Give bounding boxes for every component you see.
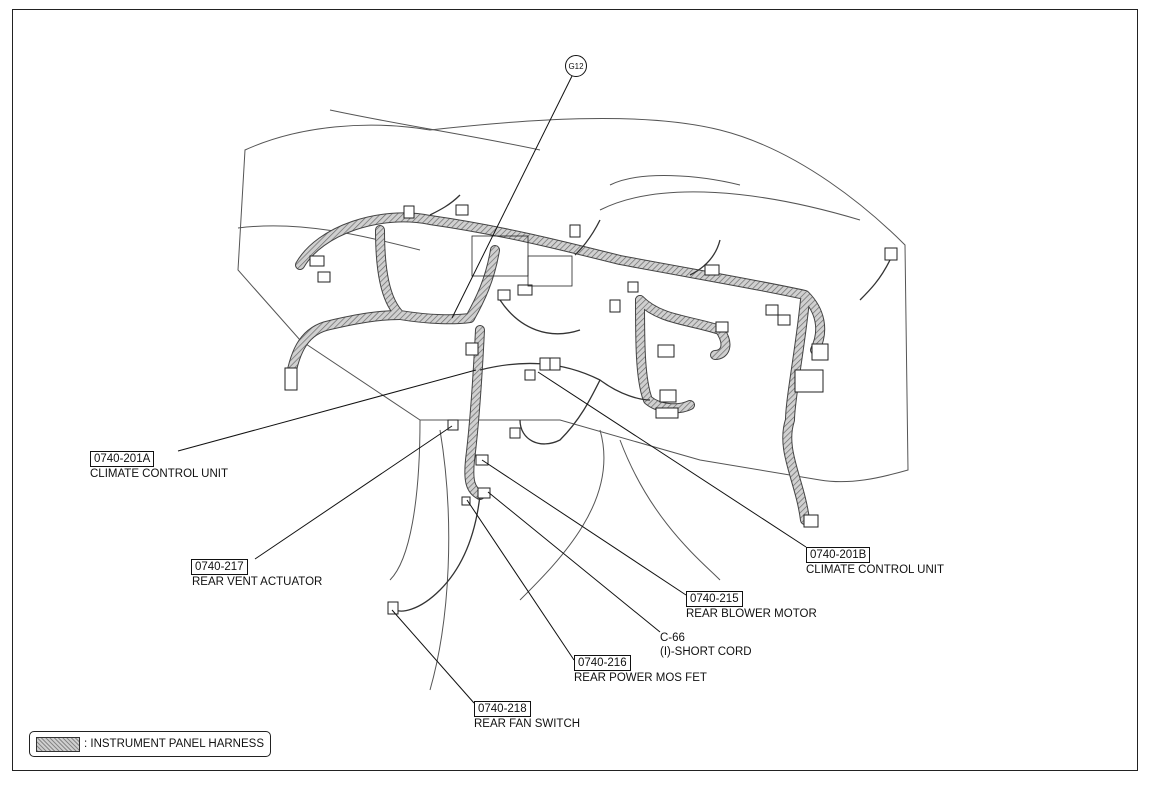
callout-code-0740-216: 0740-216 — [574, 655, 631, 671]
callout-code-0740-201b: 0740-201B — [806, 547, 871, 563]
callout-name-short-cord: (I)-SHORT CORD — [660, 646, 752, 658]
callout-code-0740-218: 0740-218 — [474, 701, 531, 717]
diagram-frame — [12, 9, 1138, 771]
callout-code-0740-201a: 0740-201A — [90, 451, 155, 467]
callout-name-rear-fan-switch: REAR FAN SWITCH — [474, 718, 581, 730]
legend-label: : INSTRUMENT PANEL HARNESS — [84, 738, 264, 750]
instrument-panel-harness — [285, 212, 826, 525]
callout-name-climate-control-unit-b: CLIMATE CONTROL UNIT — [806, 564, 945, 576]
instrument-panel-outline — [237, 109, 909, 691]
ground-point-g12: G12 — [565, 55, 587, 77]
legend: : INSTRUMENT PANEL HARNESS — [29, 731, 271, 757]
callout-code-c-66: C-66 — [660, 632, 685, 644]
callout-code-0740-215: 0740-215 — [686, 591, 743, 607]
connectors — [284, 204, 898, 615]
harness-swatch-icon — [36, 736, 80, 752]
leader-lines — [177, 73, 807, 704]
callout-name-rear-blower-motor: REAR BLOWER MOTOR — [686, 608, 817, 620]
branch-wires — [391, 194, 891, 612]
callout-name-climate-control-unit-a: CLIMATE CONTROL UNIT — [90, 468, 229, 480]
callout-code-0740-217: 0740-217 — [191, 559, 248, 575]
callout-name-rear-power-mos-fet: REAR POWER MOS FET — [574, 672, 707, 684]
callout-name-rear-vent-actuator: REAR VENT ACTUATOR — [192, 576, 323, 588]
